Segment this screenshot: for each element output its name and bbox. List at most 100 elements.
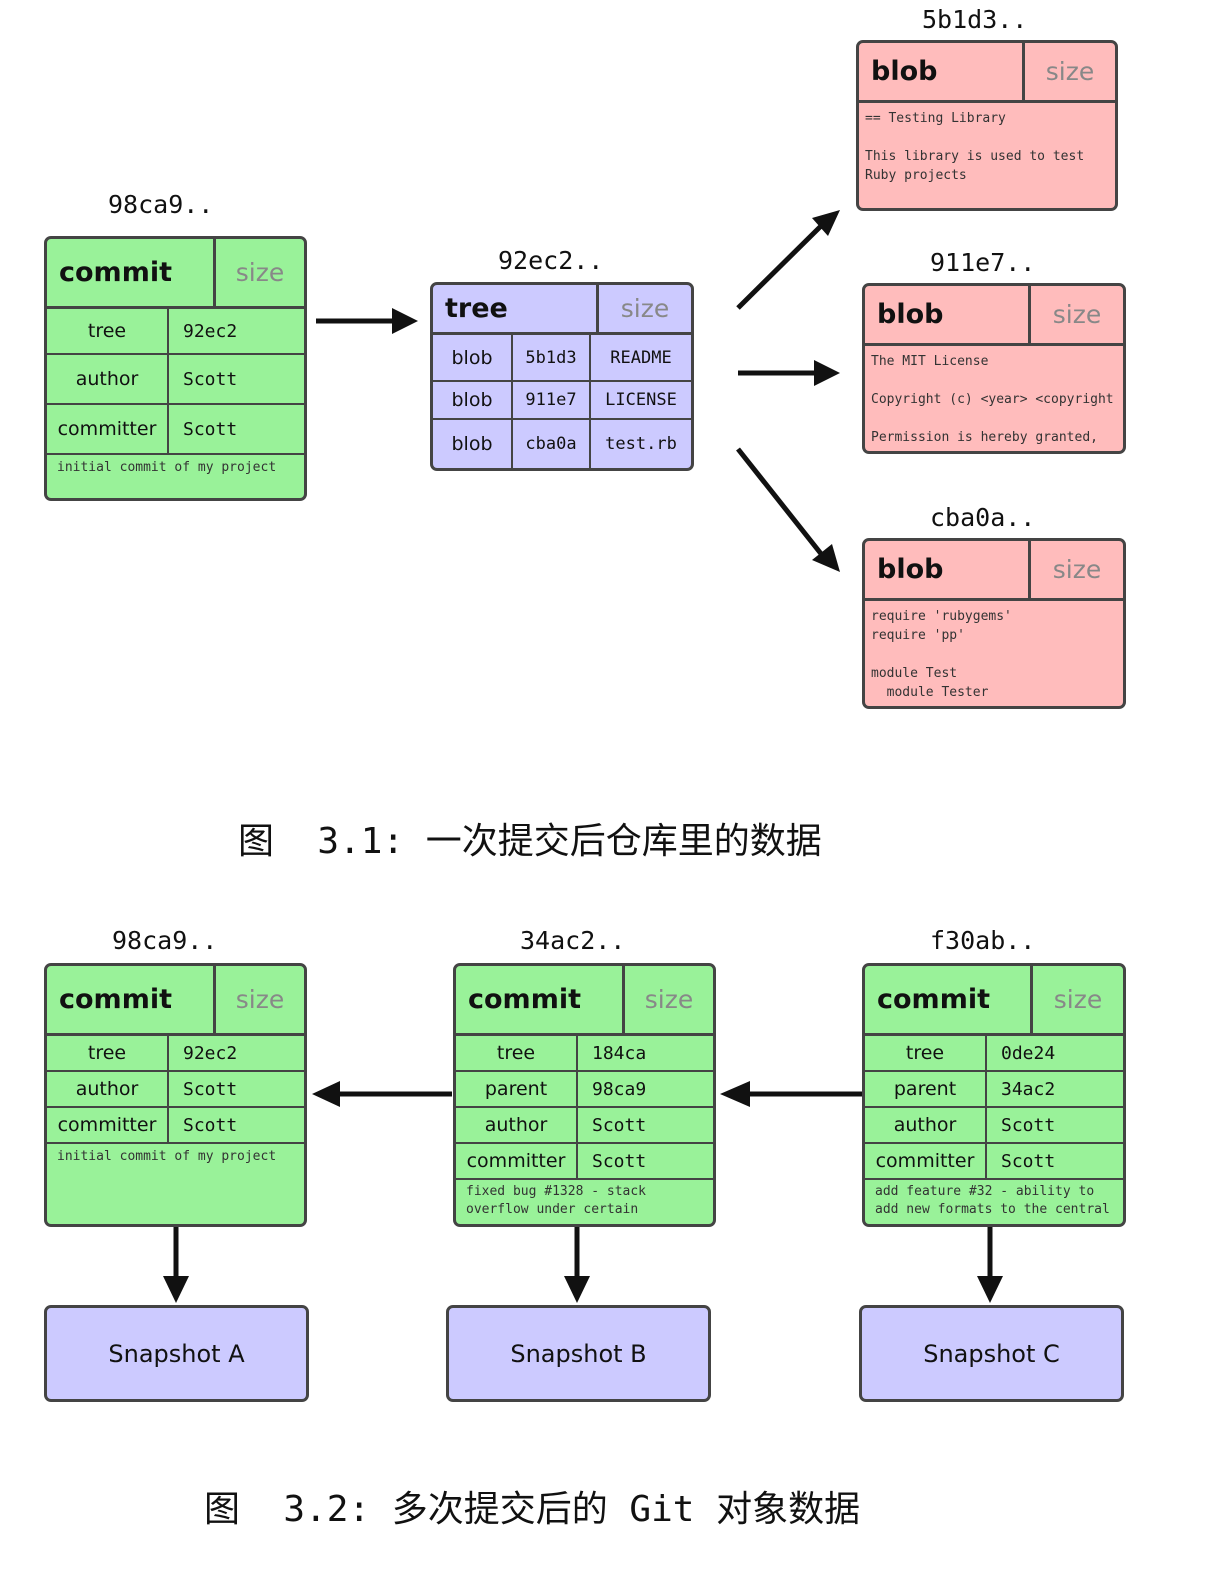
field-key: author <box>456 1108 578 1142</box>
field-key: author <box>47 1072 169 1106</box>
field-value: 34ac2 <box>1001 1078 1056 1100</box>
blob-hash-label: 911e7.. <box>930 248 1036 277</box>
field-value: Scott <box>183 418 238 440</box>
entry-sha: 5b1d3 <box>513 335 591 380</box>
field-value: 98ca9 <box>592 1078 647 1100</box>
blob-object: blob size require 'rubygems' require 'pp… <box>862 538 1126 709</box>
commit-field-row: committer Scott <box>47 405 304 455</box>
object-type: commit <box>456 966 625 1033</box>
object-type: commit <box>47 239 216 306</box>
commit-field-row: tree 92ec2 <box>47 309 304 355</box>
object-type: blob <box>865 286 1031 343</box>
blob-hash-label: 5b1d3.. <box>922 5 1028 34</box>
field-value: 0de24 <box>1001 1042 1056 1064</box>
blob-hash-label: cba0a.. <box>930 503 1036 532</box>
field-value: Scott <box>1001 1150 1056 1172</box>
object-size: size <box>1053 985 1103 1014</box>
entry-sha: cba0a <box>513 420 591 468</box>
commit-message: initial commit of my project <box>57 1149 277 1164</box>
entry-kind: blob <box>433 382 513 418</box>
arrow-98ca9-to-snapshot-a <box>163 1226 189 1303</box>
commit-hash-label: 98ca9.. <box>108 190 214 219</box>
commit-message: add feature #32 - ability to add new for… <box>875 1184 1110 1217</box>
arrow-34ac2-to-snapshot-b <box>564 1226 590 1303</box>
snapshot-box: Snapshot B <box>446 1305 711 1402</box>
commit-field-row: author Scott <box>456 1108 713 1144</box>
object-size: size <box>620 294 670 323</box>
blob-content: require 'rubygems' require 'pp' module T… <box>871 609 1012 700</box>
commit-field-row: tree 92ec2 <box>47 1036 304 1072</box>
field-value: Scott <box>592 1114 647 1136</box>
commit-object: commit size tree 184ca parent 98ca9 auth… <box>453 963 716 1227</box>
object-type: tree <box>433 285 599 332</box>
commit-object: commit size tree 0de24 parent 34ac2 auth… <box>862 963 1126 1227</box>
object-type: blob <box>865 541 1031 598</box>
arrow-tree-to-blob-license <box>738 360 840 386</box>
field-key: tree <box>47 1036 169 1070</box>
field-key: tree <box>47 309 169 353</box>
commit-hash-label: f30ab.. <box>930 926 1036 955</box>
field-value: Scott <box>1001 1114 1056 1136</box>
entry-kind: blob <box>433 335 513 380</box>
commit-message: fixed bug #1328 - stack overflow under c… <box>466 1184 647 1217</box>
tree-entry-row: blob 5b1d3 README <box>433 335 691 382</box>
figure-caption: 图 3.1: 一次提交后仓库里的数据 <box>238 821 822 862</box>
tree-hash-label: 92ec2.. <box>498 246 604 275</box>
commit-field-row: author Scott <box>865 1108 1123 1144</box>
commit-field-row: tree 0de24 <box>865 1036 1123 1072</box>
arrow-tree-to-blob-readme <box>736 210 840 310</box>
field-key: parent <box>456 1072 578 1106</box>
field-value: 92ec2 <box>183 320 238 342</box>
object-size: size <box>235 258 285 287</box>
field-key: committer <box>47 405 169 453</box>
tree-entry-row: blob cba0a test.rb <box>433 420 691 468</box>
entry-sha: 911e7 <box>513 382 591 418</box>
object-type: commit <box>865 966 1033 1033</box>
arrow-f30ab-to-snapshot-c <box>977 1226 1003 1303</box>
commit-field-row: tree 184ca <box>456 1036 713 1072</box>
arrow-34ac2-to-98ca9 <box>312 1081 452 1107</box>
blob-object: blob size == Testing Library This librar… <box>856 40 1118 211</box>
object-size: size <box>1045 57 1095 86</box>
commit-hash-label: 34ac2.. <box>520 926 626 955</box>
commit-field-row: committer Scott <box>865 1144 1123 1180</box>
blob-content: == Testing Library This library is used … <box>865 111 1085 183</box>
field-key: committer <box>47 1108 169 1142</box>
arrow-f30ab-to-34ac2 <box>720 1081 862 1107</box>
object-type: commit <box>47 966 216 1033</box>
entry-name: README <box>610 347 672 368</box>
field-key: parent <box>865 1072 987 1106</box>
object-size: size <box>644 985 694 1014</box>
commit-field-row: author Scott <box>47 1072 304 1108</box>
field-value: Scott <box>183 1078 238 1100</box>
blob-object: blob size The MIT License Copyright (c) … <box>862 283 1126 454</box>
snapshot-box: Snapshot C <box>859 1305 1124 1402</box>
object-size: size <box>1052 300 1102 329</box>
blob-content: The MIT License Copyright (c) <year> <co… <box>871 354 1114 445</box>
figure-caption: 图 3.2: 多次提交后的 Git 对象数据 <box>204 1489 861 1530</box>
entry-kind: blob <box>433 420 513 468</box>
commit-field-row: parent 34ac2 <box>865 1072 1123 1108</box>
field-value: Scott <box>183 1114 238 1136</box>
field-value: 92ec2 <box>183 1042 238 1064</box>
field-key: author <box>47 355 169 403</box>
field-key: committer <box>456 1144 578 1178</box>
entry-name: test.rb <box>605 434 677 454</box>
field-key: tree <box>456 1036 578 1070</box>
tree-entry-row: blob 911e7 LICENSE <box>433 382 691 420</box>
commit-field-row: author Scott <box>47 355 304 405</box>
commit-field-row: committer Scott <box>456 1144 713 1180</box>
object-type: blob <box>859 43 1025 100</box>
commit-object: commit size tree 92ec2 author Scott comm… <box>44 963 307 1227</box>
snapshot-box: Snapshot A <box>44 1305 309 1402</box>
commit-hash-label: 98ca9.. <box>112 926 218 955</box>
commit-field-row: parent 98ca9 <box>456 1072 713 1108</box>
entry-name: LICENSE <box>605 390 677 410</box>
field-key: author <box>865 1108 987 1142</box>
commit-object: commit size tree 92ec2 author Scott comm… <box>44 236 307 501</box>
arrow-tree-to-blob-test <box>736 447 840 572</box>
arrow-commit-to-tree <box>316 308 418 334</box>
object-size: size <box>235 985 285 1014</box>
tree-object: tree size blob 5b1d3 README blob 911e7 L… <box>430 282 694 471</box>
